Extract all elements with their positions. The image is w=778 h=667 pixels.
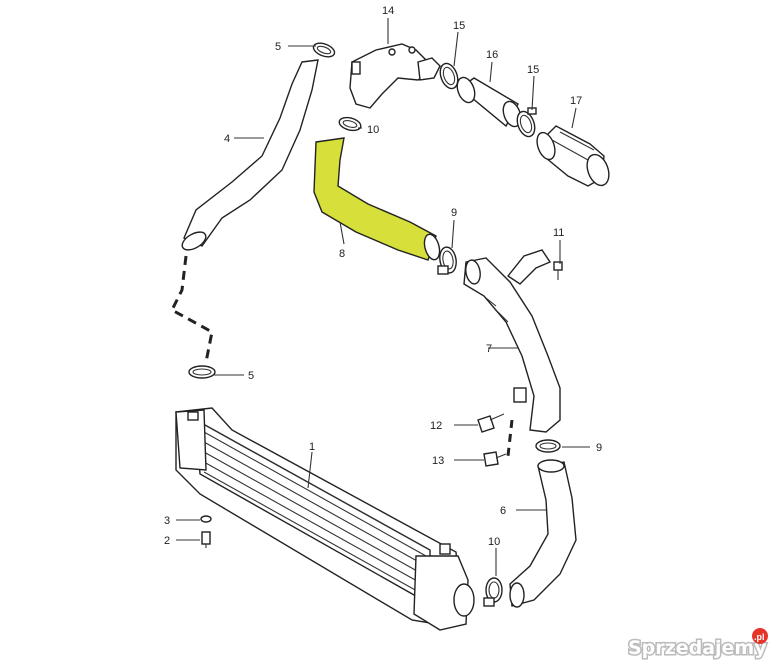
- callout-5-top: 5: [275, 41, 281, 53]
- part-5-clamp-lower: [188, 365, 216, 379]
- callout-3: 3: [164, 515, 170, 527]
- part-2-bolt: [201, 531, 211, 548]
- part-10-clamp-lower: [483, 577, 503, 607]
- callout-8: 8: [339, 248, 345, 260]
- callout-9-middle: 9: [451, 207, 457, 219]
- callout-11: 11: [553, 227, 564, 239]
- part-11-bolt: [553, 261, 563, 280]
- leader-lines: [176, 18, 590, 576]
- part-8-hose-highlighted: [313, 137, 441, 261]
- callout-4: 4: [224, 133, 230, 145]
- part-4-hose: [181, 59, 319, 251]
- part-13-bolt: [483, 451, 507, 467]
- part-1-intercooler: [175, 407, 475, 631]
- callout-10-upper: 10: [367, 124, 379, 136]
- callout-5-lower: 5: [248, 370, 254, 382]
- watermark-shadow: Sprzedajemy: [628, 637, 767, 659]
- part-9-clamp-lower: [535, 439, 561, 453]
- callout-7: 7: [486, 343, 492, 355]
- part-9-clamp-middle: [437, 246, 457, 275]
- part-6-hose: [509, 459, 577, 608]
- part-16-hose: [456, 76, 522, 128]
- part-14-outlet-pipe: [349, 43, 441, 109]
- routing-line-left: [170, 255, 214, 363]
- callout-6: 6: [500, 505, 506, 517]
- callout-17: 17: [570, 95, 582, 107]
- part-3-nut: [200, 515, 212, 523]
- routing-line-right: [506, 419, 514, 457]
- callout-15-a: 15: [453, 20, 465, 32]
- callout-12: 12: [430, 420, 442, 432]
- watermark-text: Sprzedajemy: [628, 637, 767, 659]
- callout-16: 16: [486, 49, 498, 61]
- callout-14: 14: [382, 5, 394, 17]
- callout-numbers: 5 14 15 16 15 17 4 10 8 9 11 7 5 12 13 9…: [164, 5, 602, 548]
- part-17-pipe: [536, 125, 610, 187]
- watermark-badge-icon: [752, 628, 768, 644]
- callout-2: 2: [164, 535, 170, 547]
- callout-15-b: 15: [527, 64, 539, 76]
- watermark-suffix: .pl: [754, 632, 765, 642]
- part-15-clamp-a: [439, 62, 459, 90]
- callout-10-lower: 10: [488, 536, 500, 548]
- part-5-clamp-top: [312, 42, 336, 58]
- part-12-bolt: [477, 413, 505, 433]
- watermark-logo: Sprzedajemy Sprzedajemy .pl: [627, 628, 769, 661]
- part-7-pipe: [463, 249, 561, 433]
- callout-9-lower: 9: [596, 442, 602, 454]
- callout-13: 13: [432, 455, 444, 467]
- callout-1: 1: [309, 441, 315, 453]
- part-15-clamp-b: [516, 107, 537, 138]
- part-10-clamp-upper: [338, 116, 362, 132]
